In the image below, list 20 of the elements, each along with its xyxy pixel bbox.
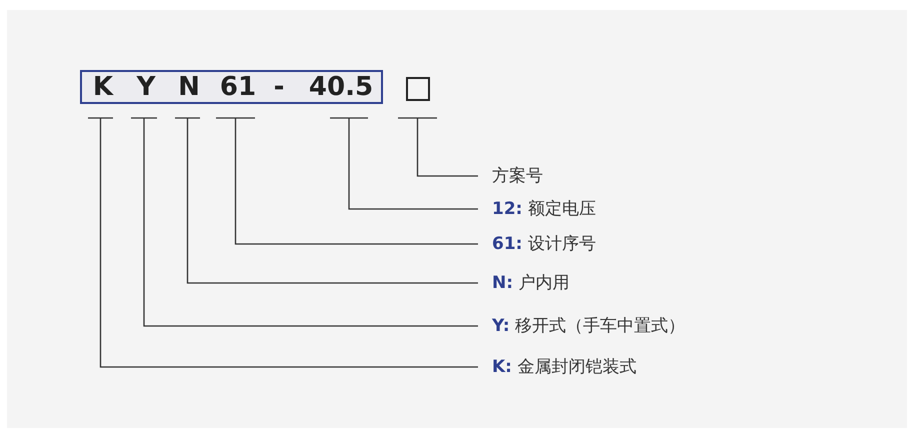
leader-line bbox=[329, 117, 479, 210]
description-text: 12: 额定电压 bbox=[478, 197, 596, 221]
description-text: 方案号 bbox=[478, 164, 543, 188]
leader-line bbox=[397, 117, 479, 177]
blank-square bbox=[406, 77, 430, 101]
separator-dash: - bbox=[272, 72, 286, 104]
description-text: N: 户内用 bbox=[478, 271, 570, 295]
description-text: 61: 设计序号 bbox=[478, 232, 596, 256]
code-letter: N bbox=[178, 72, 200, 106]
leader-line bbox=[87, 117, 479, 368]
description-text: Y: 移开式（手车中置式） bbox=[478, 314, 686, 338]
code-letter: 61 bbox=[217, 72, 259, 106]
leader-line bbox=[174, 117, 479, 284]
code-letter: 40.5 bbox=[308, 72, 374, 106]
leader-line bbox=[130, 117, 479, 327]
description-text: K: 金属封闭铠装式 bbox=[478, 355, 636, 379]
leader-line bbox=[215, 117, 479, 245]
code-letter: Y bbox=[135, 72, 157, 106]
code-letter: K bbox=[92, 72, 114, 106]
code-box bbox=[80, 70, 383, 104]
